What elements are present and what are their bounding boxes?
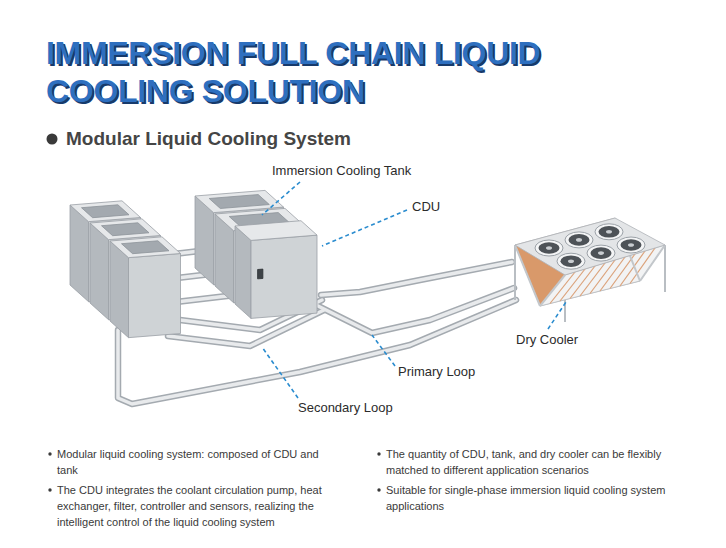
leader-line (262, 182, 300, 215)
cooler-leg (664, 245, 666, 292)
pipe-highlight (321, 262, 512, 295)
leader-line (372, 335, 395, 366)
leader-lines (262, 182, 566, 398)
bullet-note: Suitable for single-phase immersion liqu… (386, 482, 676, 514)
tank-front (129, 253, 181, 337)
fan-housing (587, 245, 615, 261)
cooler-top (515, 218, 665, 275)
bullet-note: The CDU integrates the coolant circulati… (57, 482, 342, 530)
leader-line (262, 347, 298, 398)
tank-group (195, 190, 317, 318)
fan-housing (617, 237, 645, 253)
fan-hub (598, 251, 604, 255)
bullet-dot (48, 452, 51, 455)
pipe-highlight (168, 310, 324, 346)
tank-top (70, 201, 141, 222)
pipe-highlight (316, 288, 514, 333)
tank-side (235, 226, 251, 318)
fan-hub (576, 238, 582, 242)
tank-group (70, 201, 181, 338)
pipe (321, 262, 512, 295)
tank-top (110, 237, 181, 258)
fan-housing (565, 232, 593, 248)
tank-top (90, 219, 161, 240)
tank-lid-vent (102, 223, 150, 236)
fan (569, 234, 590, 246)
bullet-dot (377, 488, 380, 491)
bullet-dot (47, 134, 58, 145)
fan (621, 239, 642, 251)
fan-housing (557, 253, 585, 269)
fan-hub (546, 246, 552, 250)
tank-lid-vent (82, 205, 130, 218)
cooler-frame (540, 275, 565, 306)
callout-label: CDU (410, 199, 442, 215)
tank-lid-vent (209, 195, 269, 209)
callout-label: Immersion Cooling Tank (270, 163, 413, 179)
cooler-leg (514, 245, 516, 300)
bullet-dot (377, 452, 380, 455)
callout-label: Secondary Loop (296, 400, 395, 416)
tank-lid-vent (122, 241, 170, 254)
fan-housing (595, 224, 623, 240)
bullet-note: The quantity of CDU, tank, and dry coole… (386, 446, 676, 478)
cdu-panel (258, 269, 263, 279)
fan-hub (628, 243, 634, 247)
dry-cooler (515, 218, 665, 322)
tank-top (235, 221, 317, 241)
callout-label: Primary Loop (396, 364, 477, 380)
fan (591, 247, 612, 259)
leader-line (548, 302, 566, 329)
fan-housing (535, 240, 563, 256)
bullet-note: Modular liquid cooling system: composed … (57, 446, 342, 478)
fan (539, 242, 560, 254)
bullet-dot (48, 488, 51, 491)
page-title: IMMERSION FULL CHAIN LIQUID COOLING SOLU… (46, 34, 646, 110)
fan-hub (606, 230, 612, 234)
fan (599, 226, 620, 238)
fan-hub (568, 259, 574, 263)
tank-front (251, 235, 317, 318)
section-heading: Modular Liquid Cooling System (66, 128, 351, 150)
fan (561, 255, 582, 267)
bullets (47, 134, 381, 492)
leader-line (322, 210, 407, 246)
callout-label: Dry Cooler (514, 332, 580, 348)
